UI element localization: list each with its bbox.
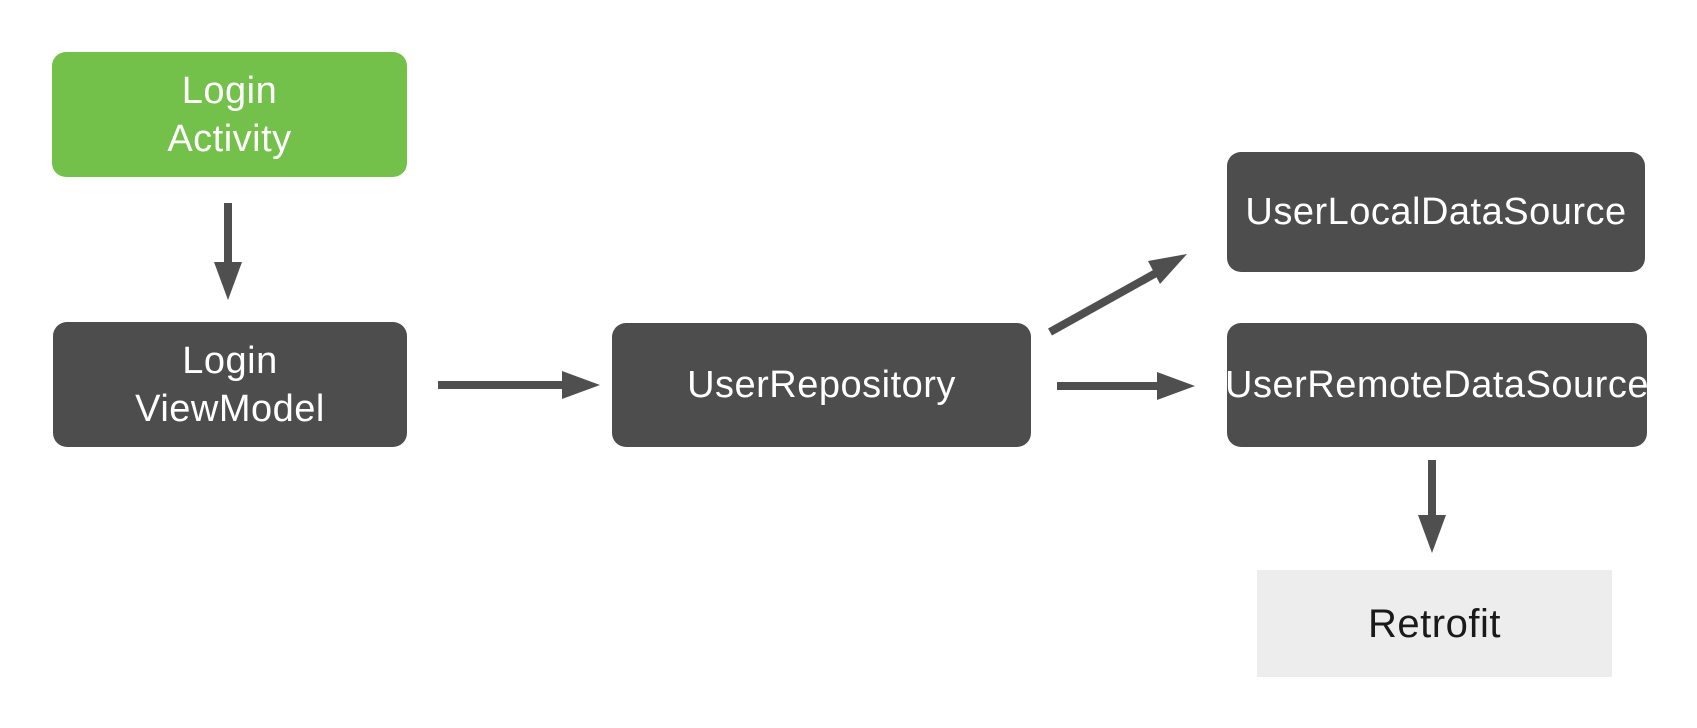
- node-retrofit-label: Retrofit: [1368, 601, 1501, 646]
- arrowhead-login-activity-to-login-viewmodel: [214, 262, 242, 300]
- node-login-viewmodel: Login ViewModel: [53, 322, 407, 447]
- node-user-remote-datasource-label: UserRemoteDataSource: [1225, 364, 1649, 406]
- arrow-user-repository-to-user-local-datasource: [1048, 269, 1158, 336]
- node-login-activity-label-line2: Activity: [167, 117, 292, 160]
- arrowhead-user-remote-datasource-to-retrofit: [1418, 515, 1446, 553]
- arrowhead-login-viewmodel-to-user-repository: [562, 371, 600, 399]
- node-user-local-datasource: UserLocalDataSource: [1227, 152, 1645, 272]
- arrowhead-user-repository-to-user-local-datasource: [1148, 254, 1187, 284]
- node-retrofit: Retrofit: [1257, 570, 1612, 677]
- node-user-repository: UserRepository: [612, 323, 1031, 447]
- node-user-local-datasource-label: UserLocalDataSource: [1245, 191, 1627, 233]
- node-login-activity: Login Activity: [52, 52, 407, 177]
- node-login-viewmodel-label-line2: ViewModel: [135, 387, 325, 430]
- arrowhead-user-repository-to-user-remote-datasource: [1157, 372, 1195, 400]
- node-user-remote-datasource: UserRemoteDataSource: [1225, 323, 1649, 447]
- node-user-repository-label: UserRepository: [687, 364, 956, 406]
- node-login-activity-label-line1: Login: [181, 69, 278, 112]
- node-login-viewmodel-label-line1: Login: [182, 339, 278, 382]
